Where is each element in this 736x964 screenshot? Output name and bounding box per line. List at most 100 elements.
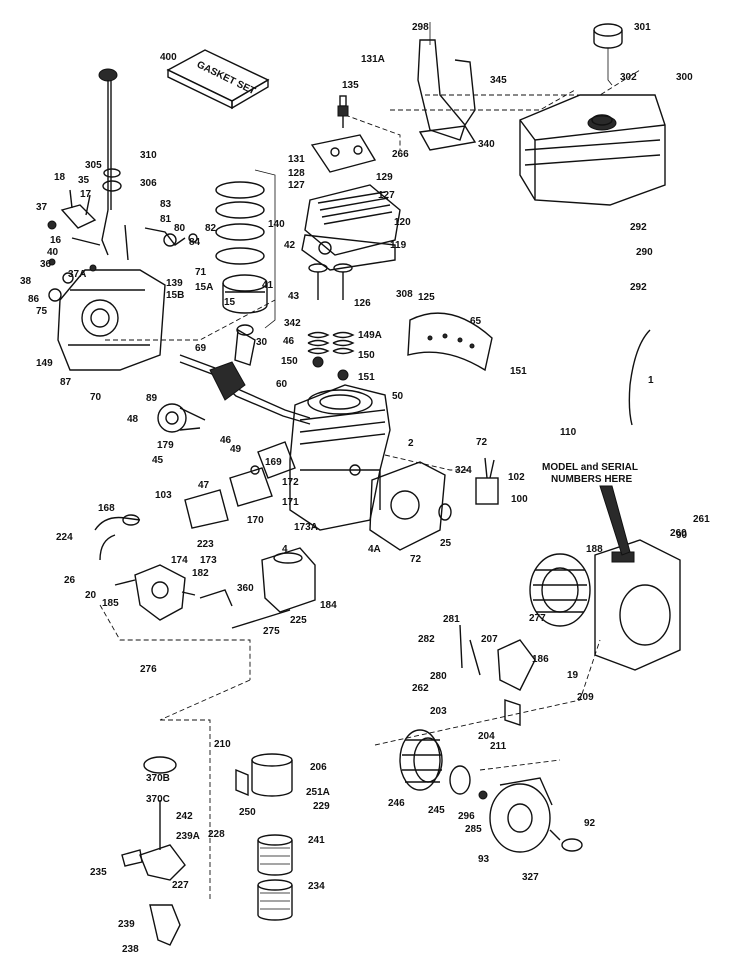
callout-234: 234: [308, 881, 325, 892]
muffler: [231, 547, 316, 629]
callout-131A: 131A: [361, 54, 385, 65]
callout-281: 281: [443, 614, 460, 625]
callout-18: 18: [54, 172, 66, 183]
callout-260: 260: [670, 528, 687, 539]
callout-4: 4: [282, 544, 288, 555]
callout-70: 70: [90, 392, 102, 403]
callout-15: 15: [224, 297, 236, 308]
callout-127: 127: [288, 180, 305, 191]
callout-37: 37: [36, 202, 48, 213]
callout-151: 151: [358, 372, 375, 383]
callout-4A: 4A: [368, 544, 381, 555]
tank-bracket: [417, 22, 477, 151]
callout-87: 87: [60, 377, 72, 388]
callout-310: 310: [140, 150, 157, 161]
callout-241: 241: [308, 835, 325, 846]
callout-262: 262: [412, 683, 429, 694]
callout-127: 127: [378, 190, 395, 201]
serial-note-line1: MODEL and SERIAL: [542, 462, 638, 473]
callout-37A: 37A: [68, 269, 86, 280]
callout-100: 100: [511, 494, 528, 505]
callout-43: 43: [288, 291, 300, 302]
callout-282: 282: [418, 634, 435, 645]
callout-139: 139: [166, 278, 183, 289]
callout-92: 92: [584, 818, 596, 829]
callout-69: 69: [195, 343, 207, 354]
callout-84: 84: [189, 237, 201, 248]
callout-26: 26: [64, 575, 76, 586]
callout-1: 1: [648, 375, 654, 386]
intake-tube: [94, 514, 141, 561]
callout-72: 72: [476, 437, 488, 448]
callout-173A: 173A: [294, 522, 318, 533]
cylinder-block: [289, 384, 391, 531]
callout-308: 308: [396, 289, 413, 300]
callout-285: 285: [465, 824, 482, 835]
carburetor: [114, 564, 196, 621]
callout-224: 224: [56, 532, 73, 543]
callout-131: 131: [288, 154, 305, 165]
callout-210: 210: [214, 739, 231, 750]
callout-labels: 298131A345301300302400135340266310305306…: [20, 22, 710, 955]
callout-174: 174: [171, 555, 188, 566]
breather-cover: [407, 312, 493, 372]
callout-173: 173: [200, 555, 217, 566]
callout-41: 41: [262, 280, 274, 291]
air-cleaner: [235, 753, 293, 797]
callout-235: 235: [90, 867, 107, 878]
callout-15A: 15A: [195, 282, 213, 293]
callout-290: 290: [636, 247, 653, 258]
callout-50: 50: [392, 391, 404, 402]
serial-label-arrow: [599, 485, 631, 556]
callout-82: 82: [205, 223, 217, 234]
dipstick: [98, 68, 122, 256]
callout-238: 238: [122, 944, 139, 955]
callout-345: 345: [490, 75, 507, 86]
callout-30: 30: [256, 337, 268, 348]
callout-140: 140: [268, 219, 285, 230]
callout-83: 83: [160, 199, 172, 210]
callout-80: 80: [174, 223, 186, 234]
callout-86: 86: [28, 294, 40, 305]
callout-90: 90: [676, 530, 688, 541]
callout-300: 300: [676, 72, 693, 83]
callout-229: 229: [313, 801, 330, 812]
assembly-guide-lines: [99, 69, 641, 900]
callout-25: 25: [440, 538, 452, 549]
fuel-tank: [519, 94, 666, 206]
callout-301: 301: [634, 22, 651, 33]
spacer: [449, 765, 488, 800]
ignition-module: [475, 457, 499, 505]
spark-plug: [337, 95, 349, 128]
air-filter-element: [257, 834, 293, 876]
callout-261: 261: [693, 514, 710, 525]
callout-306: 306: [140, 178, 157, 189]
callout-102: 102: [508, 472, 525, 483]
callout-20: 20: [85, 590, 97, 601]
callout-340: 340: [478, 139, 495, 150]
piston-bracket-line: [254, 169, 276, 329]
crankcase-cover: [57, 269, 166, 371]
callout-38: 38: [20, 276, 32, 287]
callout-135: 135: [342, 80, 359, 91]
callout-60: 60: [276, 379, 288, 390]
callout-276: 276: [140, 664, 157, 675]
callout-211: 211: [490, 741, 507, 752]
callout-298: 298: [412, 22, 429, 33]
callout-48: 48: [127, 414, 139, 425]
callout-327: 327: [522, 872, 539, 883]
callout-150: 150: [281, 356, 298, 367]
callout-128: 128: [288, 168, 305, 179]
callout-46: 46: [283, 336, 295, 347]
rewind-starter: [489, 777, 553, 853]
callout-251A: 251A: [306, 787, 330, 798]
callout-46: 46: [220, 435, 232, 446]
governor-control: [459, 624, 536, 726]
callout-150: 150: [358, 350, 375, 361]
callout-149: 149: [36, 358, 53, 369]
callout-206: 206: [310, 762, 327, 773]
callout-35: 35: [78, 175, 90, 186]
callout-242: 242: [176, 811, 193, 822]
callout-223: 223: [197, 539, 214, 550]
